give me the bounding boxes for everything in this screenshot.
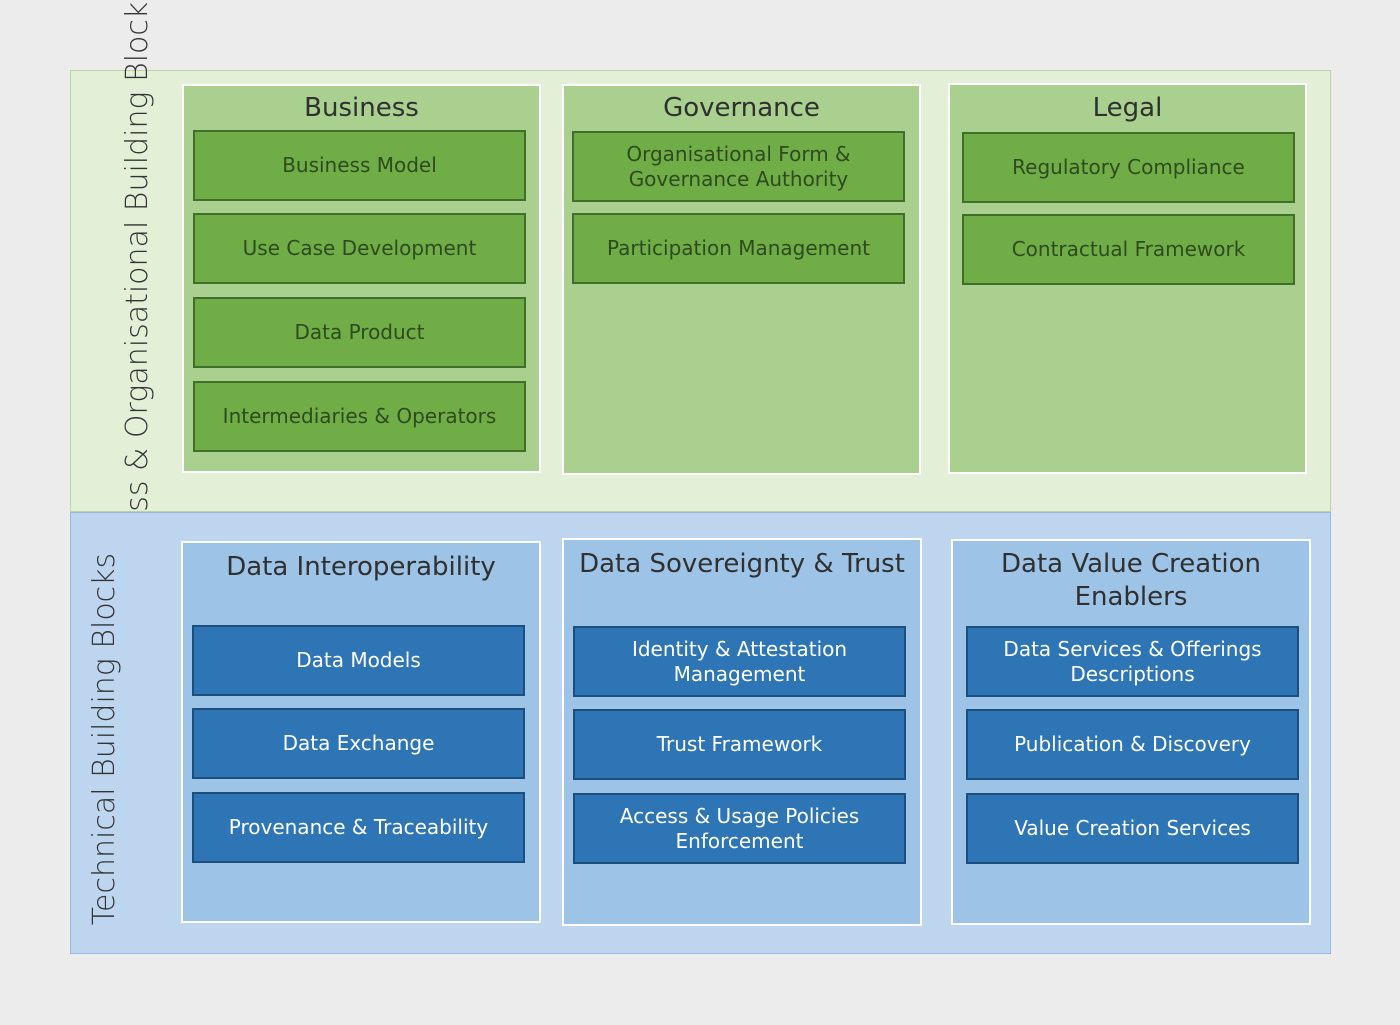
data-services-offerings-box: Data Services & Offerings Descriptions (966, 626, 1299, 697)
data-sovereignty-trust-title: Data Sovereignty & Trust (579, 549, 905, 579)
regulatory-compliance-box: Regulatory Compliance (962, 132, 1295, 203)
data-interoperability-title: Data Interoperability (226, 552, 496, 582)
data-sovereignty-trust-column: Data Sovereignty & Trust Identity & Atte… (562, 538, 922, 926)
trust-framework-box: Trust Framework (573, 709, 906, 780)
data-product-box: Data Product (193, 297, 526, 368)
data-exchange-box: Data Exchange (192, 708, 525, 779)
technical-band: Technical Building Blocks Data Interoper… (70, 512, 1331, 954)
governance-column-title: Governance (663, 93, 820, 123)
identity-attestation-box: Identity & Attestation Management (573, 626, 906, 697)
organisational-form-box: Organisational Form & Governance Authori… (572, 131, 905, 202)
data-value-creation-column: Data Value Creation Enablers Data Servic… (951, 539, 1311, 925)
publication-discovery-box: Publication & Discovery (966, 709, 1299, 780)
technical-band-label: Technical Building Blocks (87, 552, 122, 926)
data-models-box: Data Models (192, 625, 525, 696)
legal-column-title: Legal (1092, 93, 1163, 123)
business-column: Business Business Model Use Case Develop… (182, 84, 541, 473)
participation-management-box: Participation Management (572, 213, 905, 284)
legal-column: Legal Regulatory Compliance Contractual … (948, 83, 1307, 474)
data-interoperability-column: Data Interoperability Data Models Data E… (181, 541, 541, 923)
data-value-creation-title: Data Value Creation Enablers (1000, 549, 1261, 612)
business-organisational-band: Business & Organisational Building Block… (70, 0, 1331, 612)
business-column-title: Business (304, 93, 419, 123)
intermediaries-operators-box: Intermediaries & Operators (193, 381, 526, 452)
governance-column: Governance Organisational Form & Governa… (562, 84, 921, 475)
use-case-development-box: Use Case Development (193, 213, 526, 284)
access-usage-policies-box: Access & Usage Policies Enforcement (573, 793, 906, 864)
value-creation-services-box: Value Creation Services (966, 793, 1299, 864)
provenance-traceability-box: Provenance & Traceability (192, 792, 525, 863)
business-model-box: Business Model (193, 130, 526, 201)
contractual-framework-box: Contractual Framework (962, 214, 1295, 285)
